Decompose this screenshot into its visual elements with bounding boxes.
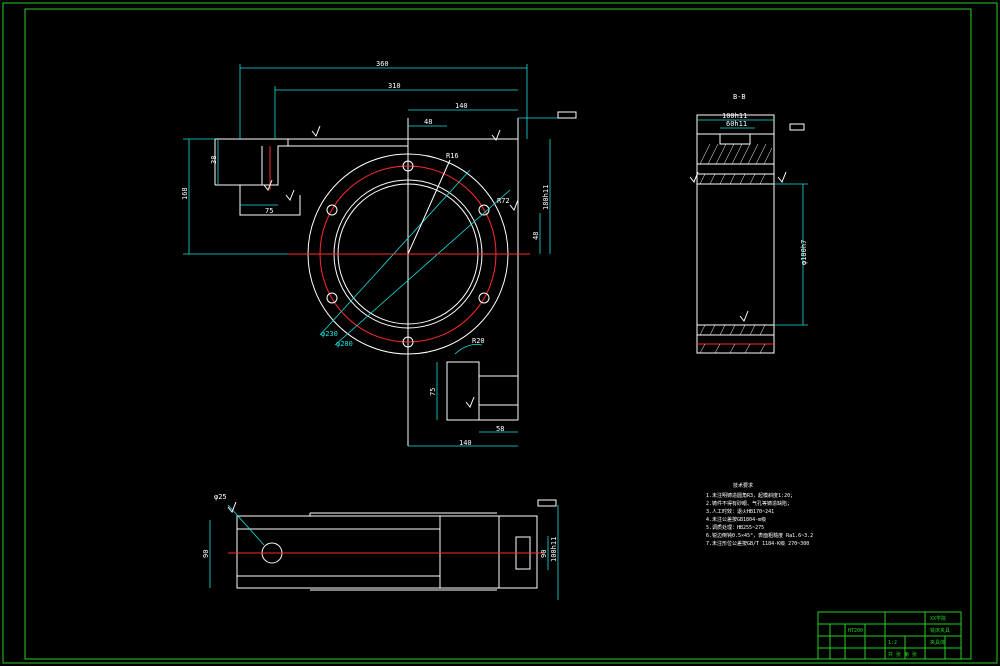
datum-box-bottom — [537, 499, 557, 507]
dim-label-180h11: 180h11 — [542, 185, 550, 210]
dim-label-38: 38 — [210, 156, 218, 164]
roughness-mark-1 — [311, 125, 321, 137]
notes-title: 技术要求 — [733, 482, 753, 489]
tb-scale: 1:2 — [888, 640, 897, 646]
dim-label-r16: R16 — [446, 152, 459, 160]
note-line-1: 1.未注明铸造圆角R3，起模斜度1:20； — [706, 492, 795, 499]
tb-material: HT200 — [848, 628, 863, 634]
note-line-6: 6.锐边倒钝0.5×45°，表面粗糙度 Ra1.6~3.2 — [706, 532, 813, 539]
leader-phi25 — [227, 504, 265, 546]
dim-label-75-bottom: 75 — [429, 388, 437, 396]
note-line-3: 3.人工时效：退火HB170~241 — [706, 508, 774, 515]
leader-phi280 — [334, 189, 511, 346]
dim-label-60h11: 60h11 — [726, 120, 747, 128]
datum-box-top — [557, 111, 577, 119]
roughness-mark-2 — [491, 129, 501, 141]
dim-label-48-right: 48 — [532, 232, 540, 240]
dim-label-phi280: φ280 — [336, 340, 353, 348]
bolt-hole-bottom — [402, 336, 414, 348]
bolt-hole-top — [402, 160, 414, 172]
dim-label-168: 168 — [181, 187, 189, 200]
bottom-block — [446, 361, 480, 421]
dim-label-90-left: 90 — [202, 550, 210, 558]
datum-box-section — [789, 123, 805, 131]
dim-label-140-top: 140 — [455, 102, 468, 110]
dim-label-side-phi: φ180h7 — [800, 240, 808, 265]
leader-r16 — [407, 159, 451, 255]
dim-label-r20: R20 — [472, 337, 485, 345]
tb-sheet: 共 张 第 张 — [888, 651, 917, 658]
dim-label-75: 75 — [265, 207, 273, 215]
dim-label-140-bottom: 140 — [459, 439, 472, 447]
section-outline — [696, 114, 775, 354]
roughness-mark-9 — [739, 310, 749, 322]
dim-label-48: 48 — [424, 118, 432, 126]
top-arm-outline — [215, 138, 301, 216]
roughness-mark-3 — [263, 179, 273, 191]
main-view — [183, 64, 577, 447]
dim-label-100h11-bottom: 100h11 — [550, 537, 558, 562]
note-line-5: 5.调质处理：HB255~275 — [706, 524, 764, 531]
tb-part-name: 铣床夹具 — [930, 627, 950, 634]
dim-label-phi25: φ25 — [214, 493, 227, 501]
section-label: B-B — [733, 93, 746, 101]
dim-label-r72: R72 — [497, 197, 510, 205]
roughness-mark-7 — [689, 171, 699, 183]
inner-frame — [24, 8, 972, 660]
tb-company: XX学院 — [930, 615, 946, 622]
leader-r20 — [454, 344, 483, 355]
bolt-hole-tl — [326, 204, 338, 216]
bolt-hole-br — [478, 292, 490, 304]
roughness-mark-10 — [227, 501, 237, 513]
dim-label-360: 360 — [376, 60, 389, 68]
bolt-hole-tr — [478, 204, 490, 216]
bottom-view — [209, 499, 559, 600]
roughness-mark-5 — [509, 199, 519, 211]
dim-label-310: 310 — [388, 82, 401, 90]
dim-label-58: 58 — [496, 425, 504, 433]
bottom-right-block — [498, 515, 538, 589]
title-block — [817, 611, 962, 660]
section-view — [689, 114, 808, 354]
dim-label-phi230: φ230 — [321, 330, 338, 338]
note-line-4: 4.未注公差按GB1804-m级 — [706, 516, 766, 523]
roughness-mark-8 — [777, 171, 787, 183]
leader-phi230 — [319, 169, 471, 336]
dim-label-100h11-section: 100h11 — [722, 112, 747, 120]
section-hatching — [699, 143, 773, 354]
bolt-hole-bl — [326, 292, 338, 304]
roughness-mark-4 — [285, 189, 295, 201]
note-line-2: 2.铸件不得有砂眼、气孔等铸造缺陷； — [706, 500, 792, 507]
note-line-7: 7.未注形位公差按GB/T 1184-K级 270~300 — [706, 540, 809, 547]
dim-label-90-right: 90 — [540, 550, 548, 558]
tb-drawing-no: 夹具体 — [930, 639, 945, 646]
roughness-mark-6 — [465, 396, 475, 408]
section-keyway — [719, 133, 751, 145]
